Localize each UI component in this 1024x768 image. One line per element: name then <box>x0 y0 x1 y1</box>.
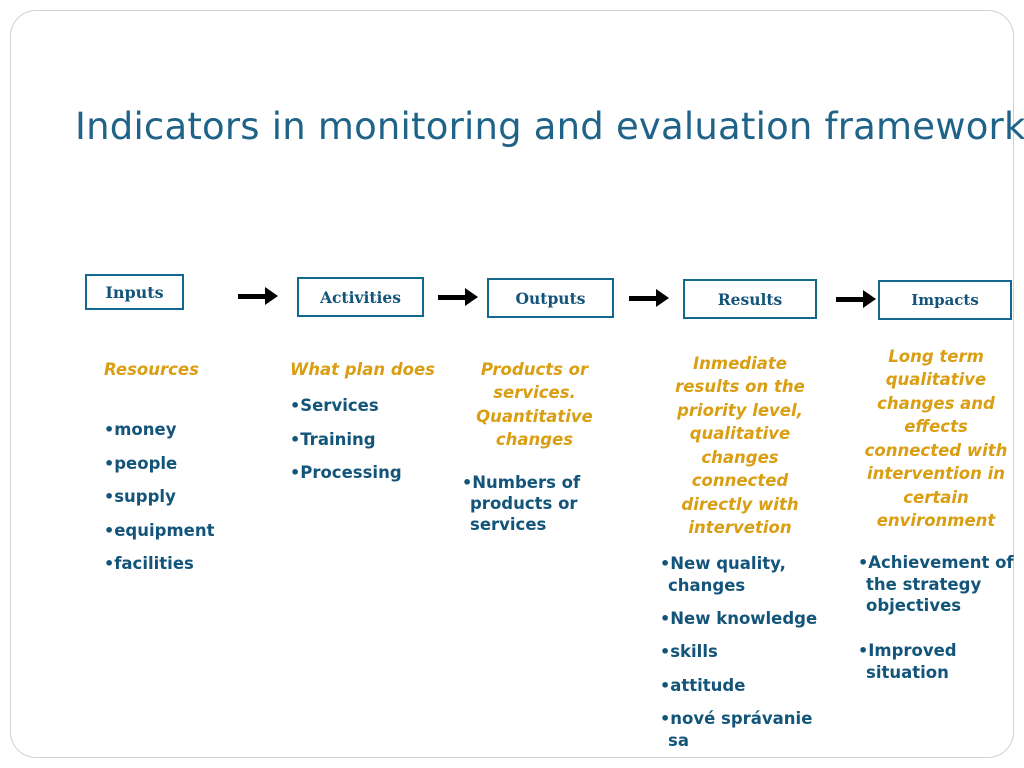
column-heading: Resources <box>104 360 199 379</box>
list-item-text: New knowledge <box>670 608 818 628</box>
process-node-label: Inputs <box>105 282 164 302</box>
list-item-text: New quality, changes <box>668 554 786 595</box>
list-item-text: attitude <box>670 675 746 695</box>
list-item-text: Services <box>300 396 379 416</box>
column-inputs: Resources •money •people •supply •equipm… <box>104 358 254 587</box>
list-item-text: Achievement of the strategy objectives <box>866 553 1014 615</box>
column-heading: Inmediate results on the priority level,… <box>675 354 805 537</box>
list-item-text: facilities <box>114 554 194 574</box>
list-item-text: people <box>114 453 178 473</box>
list-item-text: Numbers of products or services <box>470 472 581 535</box>
process-node-label: Activities <box>319 287 402 307</box>
list-item-text: Processing <box>300 463 402 483</box>
column-outputs: Products or services. Quantitative chang… <box>462 358 607 547</box>
list-item: •Achievement of the strategy objectives <box>858 553 1014 615</box>
column-results: Inmediate results on the priority level,… <box>660 352 820 763</box>
column-bullets: •Services •Training •Processing <box>290 395 435 483</box>
list-item-text: nové správanie sa <box>668 709 813 750</box>
list-item: •Improved situation <box>858 641 957 682</box>
list-item-text: skills <box>670 642 718 662</box>
list-item: •nové správanie sa <box>660 709 813 750</box>
column-heading: Long term qualitative changes and effect… <box>864 347 1008 530</box>
arrow-right-icon <box>438 288 478 306</box>
column-impacts: Long term qualitative changes and effect… <box>858 345 1014 695</box>
process-node-label: Impacts <box>911 291 979 309</box>
column-heading: Products or services. Quantitative chang… <box>476 360 593 450</box>
list-item: •Numbers of products or services <box>462 472 581 535</box>
arrow-right-icon <box>836 290 876 308</box>
list-item: •facilities <box>104 554 194 574</box>
list-item: •skills <box>660 642 718 662</box>
column-heading: What plan does <box>290 360 435 379</box>
process-node-activities[interactable]: Activities <box>297 277 424 317</box>
process-node-inputs[interactable]: Inputs <box>85 274 184 310</box>
process-node-label: Outputs <box>515 288 586 308</box>
column-activities: What plan does •Services •Training •Proc… <box>290 358 435 496</box>
list-item: •Services <box>290 396 379 416</box>
column-bullets: •New quality, changes •New knowledge •sk… <box>660 553 820 751</box>
list-item-text: Training <box>300 429 376 449</box>
page-title: Indicators in monitoring and evaluation … <box>75 105 1024 148</box>
list-item: •supply <box>104 487 176 507</box>
list-item: •attitude <box>660 675 746 695</box>
list-item: •Training <box>290 429 376 449</box>
column-bullets: •Achievement of the strategy objectives … <box>858 552 1014 682</box>
list-item: •money <box>104 420 177 440</box>
process-node-results[interactable]: Results <box>683 279 817 319</box>
list-item-text: supply <box>114 487 176 507</box>
column-bullets: •money •people •supply •equipment •facil… <box>104 419 254 574</box>
list-item: •equipment <box>104 520 215 540</box>
process-node-label: Results <box>717 289 783 309</box>
process-node-impacts[interactable]: Impacts <box>878 280 1012 320</box>
arrow-right-icon <box>238 287 278 305</box>
list-item: •New quality, changes <box>660 554 786 595</box>
process-node-outputs[interactable]: Outputs <box>487 278 614 318</box>
list-item: •people <box>104 453 178 473</box>
list-item: •New knowledge <box>660 608 818 628</box>
list-item-text: money <box>114 420 177 440</box>
list-item: •Processing <box>290 463 402 483</box>
list-item-text: Improved situation <box>866 641 957 682</box>
list-item-text: equipment <box>114 520 215 540</box>
arrow-right-icon <box>629 289 669 307</box>
column-bullets: •Numbers of products or services <box>462 472 607 536</box>
